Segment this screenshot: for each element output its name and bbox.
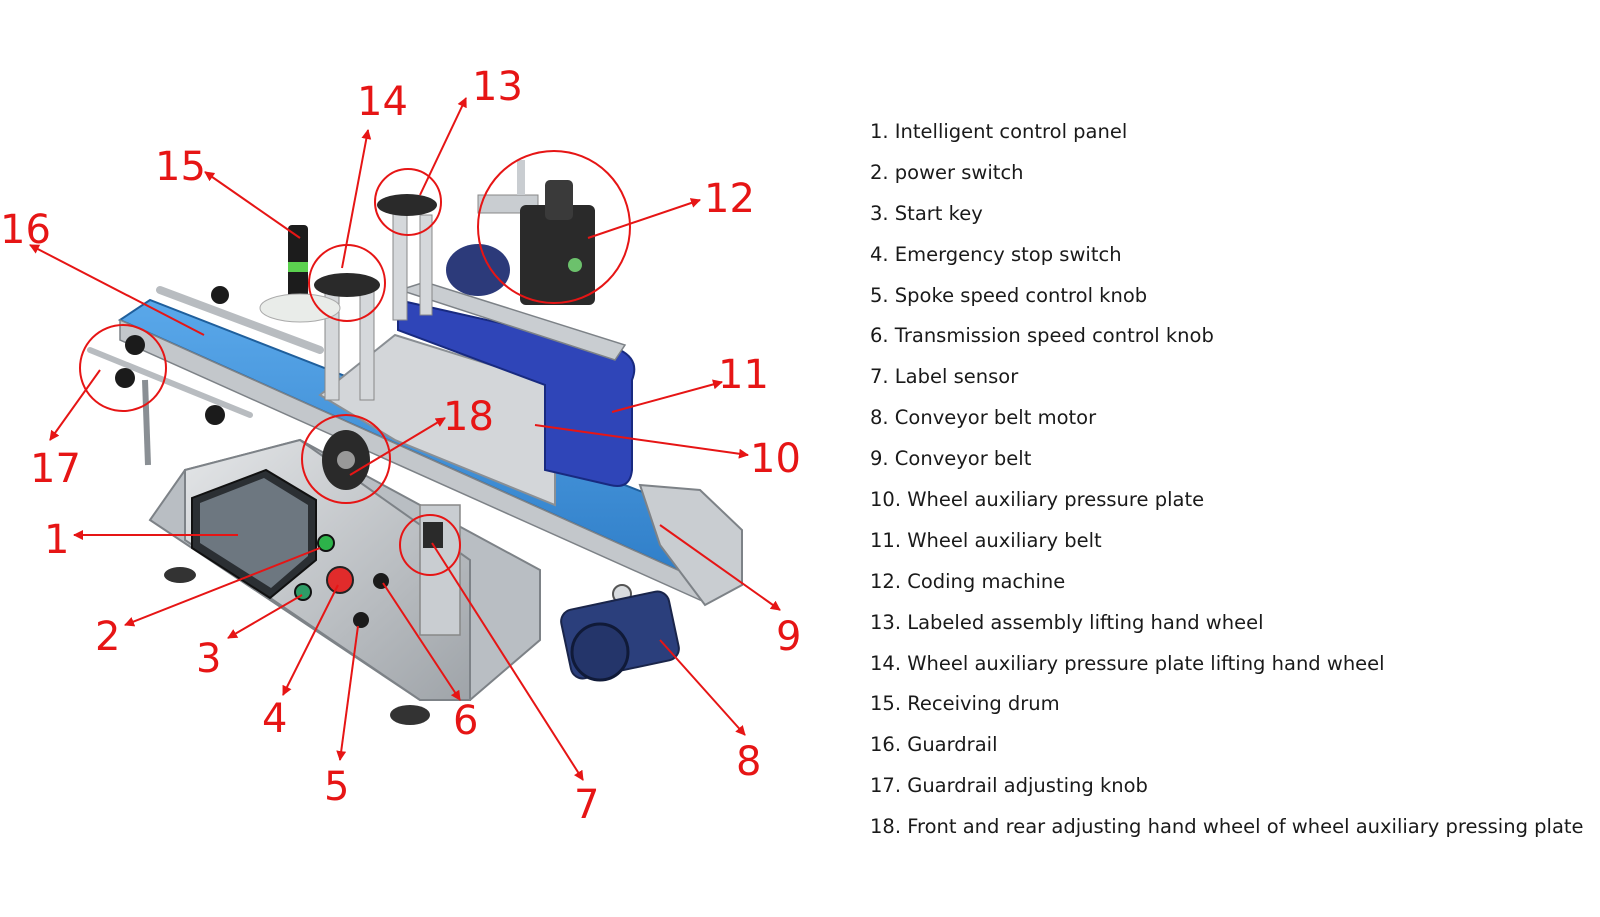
callout-number-13: 13 (472, 64, 523, 110)
guardrail (87, 347, 253, 418)
arrow-16 (29, 244, 205, 336)
arrow-8 (659, 639, 746, 736)
callout-number-12: 12 (704, 176, 755, 222)
plate-lift-hand-wheel (314, 273, 380, 297)
callout-numbers: 1 2 3 4 5 6 7 8 9 10 11 12 13 14 15 16 1… (0, 64, 801, 828)
legend-item: 12. Coding machine (870, 569, 1066, 593)
legend-item: 9. Conveyor belt (870, 447, 1032, 471)
callout-number-2: 2 (95, 614, 120, 660)
highlight-circle (477, 150, 631, 304)
coding-machine-head (545, 180, 573, 220)
legend-item: 15. Receiving drum (870, 692, 1060, 716)
transmission-speed-knob (373, 573, 389, 589)
legend-item: 7. Label sensor (870, 365, 1019, 389)
motor-fan (570, 622, 630, 682)
callout-number-3: 3 (196, 636, 221, 682)
legend-item: 1. Intelligent control panel (870, 120, 1128, 143)
foot (390, 705, 430, 725)
arrow-18 (349, 417, 446, 476)
power-switch (317, 534, 335, 552)
arrow-12 (587, 198, 701, 239)
legend-item: 16. Guardrail (870, 733, 998, 757)
arrow-3 (227, 594, 303, 639)
callout-number-9: 9 (776, 614, 801, 660)
lift-post (359, 289, 375, 401)
callout-number-15: 15 (155, 144, 206, 190)
arrow-11 (611, 379, 723, 413)
spoke-speed-knob (353, 612, 369, 628)
highlight-circle (79, 324, 167, 412)
arrow-13 (419, 97, 467, 196)
emergency-stop-switch (326, 566, 354, 594)
front-rear-hand-wheel-hub (337, 451, 355, 469)
label-sensor (423, 522, 443, 548)
guardrail (156, 286, 324, 354)
legend-item: 17. Guardrail adjusting knob (870, 774, 1148, 798)
callout-number-18: 18 (443, 394, 494, 440)
fan-housing (446, 244, 510, 296)
legend-item: 14. Wheel auxiliary pressure plate lifti… (870, 651, 1385, 675)
guardrail-knob (125, 335, 145, 355)
callout-number-8: 8 (736, 739, 761, 785)
lift-post (392, 199, 408, 321)
callout-number-5: 5 (324, 764, 349, 810)
arrow-6 (382, 582, 461, 701)
machine-body (87, 160, 743, 725)
arrow-15 (204, 171, 301, 239)
callout-arrows (29, 97, 781, 781)
callout-number-10: 10 (750, 436, 801, 482)
label-lift-hand-wheel (377, 194, 437, 216)
receiving-drum-band (288, 262, 308, 272)
callout-number-14: 14 (357, 79, 408, 125)
highlight-circle (374, 168, 442, 236)
arrow-17 (49, 369, 101, 441)
coding-machine-dial (568, 258, 582, 272)
arrow-14 (341, 129, 372, 269)
callout-number-6: 6 (453, 698, 478, 744)
callout-number-4: 4 (262, 696, 287, 742)
guardrail-knob (205, 405, 225, 425)
lift-post (419, 214, 433, 316)
wheel-aux-top-plate (397, 281, 627, 361)
legend-item: 10. Wheel auxiliary pressure plate (870, 488, 1205, 512)
legend-item: 3. Start key (870, 201, 983, 225)
arrow-9 (659, 524, 781, 611)
coding-machine (520, 205, 595, 305)
conveyor-end-housing (638, 483, 743, 607)
arrow-5 (336, 625, 359, 761)
control-screen-glass (200, 478, 308, 588)
callout-number-7: 7 (574, 782, 599, 828)
callout-number-1: 1 (44, 517, 69, 563)
callout-number-17: 17 (30, 446, 81, 492)
legend-item: 4. Emergency stop switch (870, 242, 1122, 266)
legend-item: 5. Spoke speed control knob (870, 283, 1148, 307)
guardrail-knob (211, 286, 229, 304)
guardrail-post (142, 379, 151, 466)
parts-legend: 1. Intelligent control panel 2. power sw… (870, 114, 1590, 850)
legend-item: 8. Conveyor belt motor (870, 406, 1097, 430)
arrow-4 (282, 584, 339, 696)
guardrail-knob (115, 368, 135, 388)
foot (164, 567, 196, 583)
arrow-7 (431, 542, 584, 781)
legend-item: 18. Front and rear adjusting hand wheel … (870, 815, 1584, 839)
legend-item: 11. Wheel auxiliary belt (870, 528, 1102, 552)
legend-item: 13. Labeled assembly lifting hand wheel (870, 610, 1264, 634)
arrow-2 (124, 547, 321, 627)
highlight-circle (301, 414, 391, 504)
highlight-circles (79, 150, 631, 576)
labeling-machine-illustration: 1 2 3 4 5 6 7 8 9 10 11 12 13 14 15 16 1… (0, 64, 801, 828)
legend-item: 6. Transmission speed control knob (870, 324, 1214, 348)
callout-number-11: 11 (718, 352, 769, 398)
label-roll (259, 293, 341, 323)
highlight-circle (399, 514, 461, 576)
legend-item: 2. power switch (870, 160, 1024, 184)
callout-number-16: 16 (0, 207, 51, 253)
arrow-10 (534, 424, 749, 459)
conveyor-side-rail (119, 318, 701, 602)
